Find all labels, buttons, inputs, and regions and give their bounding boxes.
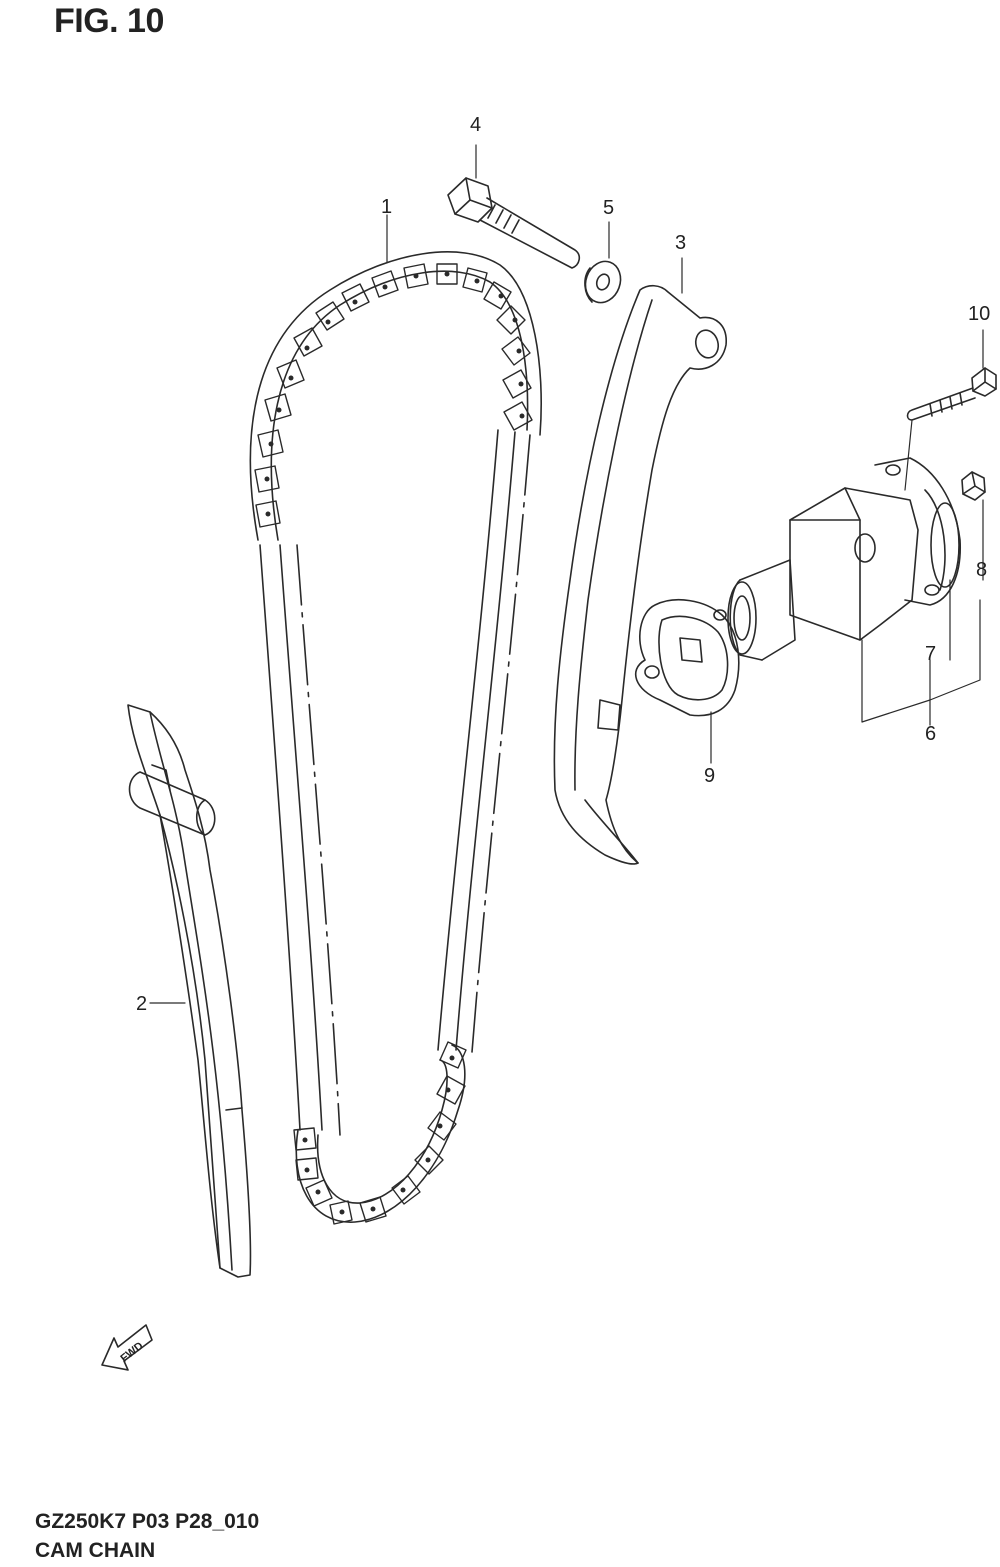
tensioner-bolt: [904, 329, 997, 491]
callout-9: 9: [704, 765, 715, 787]
callout-3: 3: [675, 232, 686, 254]
cam-chain-tensioner: [634, 457, 981, 726]
figure-code: GZ250K7 P03 P28_010: [35, 1510, 260, 1533]
callout-5: 5: [603, 197, 614, 219]
callout-1: 1: [381, 196, 392, 218]
cam-chain-guide: [127, 704, 252, 1278]
callout-7: 7: [925, 643, 936, 665]
callout-2: 2: [136, 993, 147, 1015]
figure-title: FIG. 10: [54, 2, 164, 40]
tensioner-small-bolt: [961, 471, 986, 581]
guide-bolt: [447, 144, 581, 269]
callout-10: 10: [968, 303, 990, 325]
callout-4: 4: [470, 114, 481, 136]
callout-6: 6: [925, 723, 936, 745]
callout-8: 8: [976, 559, 987, 581]
fwd-arrow-icon: FWD: [101, 1324, 153, 1371]
cam-chain: [249, 214, 542, 1225]
cam-chain-tensioner-guide: [553, 257, 727, 865]
figure-name: CAM CHAIN: [35, 1539, 156, 1562]
washer: [584, 221, 622, 304]
